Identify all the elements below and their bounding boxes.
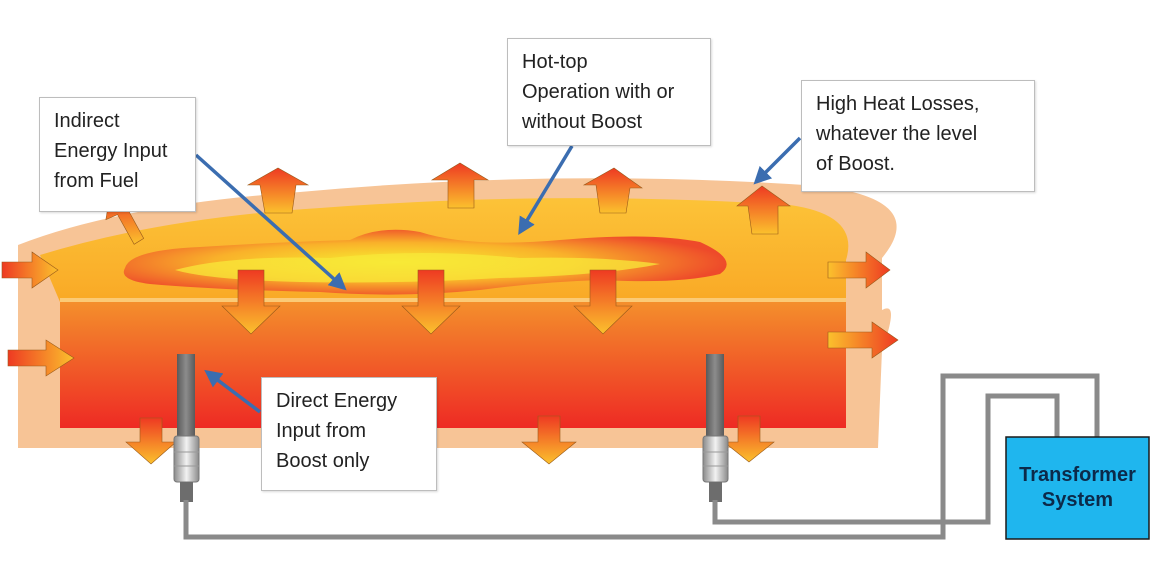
electrode-right: [702, 354, 729, 502]
power-cables: [183, 373, 1100, 540]
heat-arrow-left: [7, 339, 75, 377]
cable-right: [712, 393, 1060, 525]
transformer-label-line: System: [1041, 489, 1114, 511]
transformer-label-line: Transformer: [1019, 464, 1136, 486]
flame-core: [175, 253, 660, 283]
cable-left: [183, 373, 1100, 540]
callout-direct-boost: Direct Energy Input from Boost only: [261, 377, 437, 491]
pointer-hot-top: [518, 145, 574, 235]
callout-line: Hot-top: [522, 51, 588, 73]
melt-surface-line: [60, 298, 846, 302]
callout-hot-top: Hot-top Operation with or without Boost: [507, 38, 711, 146]
callout-line: Operation with or: [522, 81, 675, 103]
heat-arrow-up: [246, 167, 310, 214]
pointer-direct-boost: [204, 369, 262, 414]
callout-line: Indirect: [54, 110, 120, 132]
heat-arrow-up: [736, 185, 791, 235]
heat-arrow-up: [430, 162, 490, 209]
heat-arrow-down: [401, 269, 461, 335]
callout-pointers: [194, 136, 802, 414]
heat-loss-arrows: [1, 162, 899, 465]
heat-arrow-down: [521, 415, 577, 465]
transformer-label: Transformer System: [1006, 437, 1149, 539]
pointer-indirect-fuel: [194, 153, 347, 291]
callout-line: whatever the level: [816, 123, 978, 145]
callout-heat-losses: High Heat Losses, whatever the level of …: [801, 80, 1035, 192]
callout-line: without Boost: [522, 111, 643, 133]
heat-arrow-up: [582, 167, 643, 214]
heat-arrow-down: [723, 415, 775, 463]
callout-line: Input from: [276, 420, 367, 442]
callout-indirect-fuel: Indirect Energy Input from Fuel: [39, 97, 196, 212]
transformer-box: [1005, 436, 1150, 540]
electrode-left: [173, 354, 200, 502]
callout-line: Energy Input: [54, 140, 168, 162]
heat-arrow-right: [827, 321, 899, 359]
heat-arrow-right: [827, 251, 891, 289]
callout-line: Direct Energy: [276, 390, 398, 412]
heat-arrow-down: [125, 417, 177, 465]
pointer-heat-losses: [753, 136, 802, 185]
heat-arrow-down: [221, 269, 281, 335]
callout-line: Boost only: [276, 450, 370, 472]
heat-arrow-left: [1, 251, 59, 289]
callout-line: from Fuel: [54, 170, 139, 192]
callout-line: High Heat Losses,: [816, 93, 980, 115]
callout-line: of Boost.: [816, 153, 895, 175]
heat-arrow-down: [573, 269, 633, 335]
